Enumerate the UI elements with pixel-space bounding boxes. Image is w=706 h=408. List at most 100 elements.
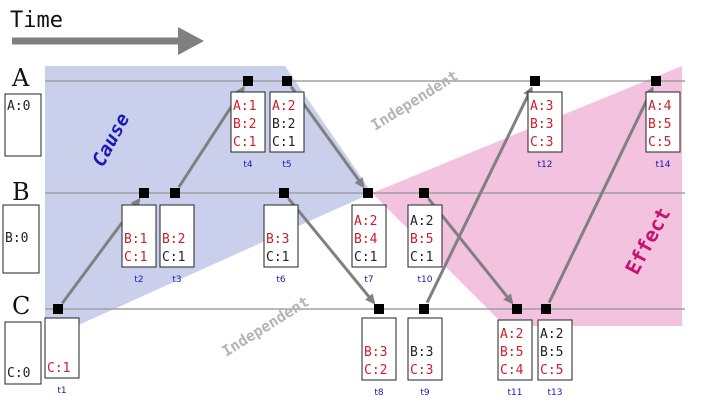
clock-box (497, 319, 533, 381)
event-t4: A:1B:2C:1t4 (230, 76, 266, 170)
event-marker (541, 304, 551, 314)
clock-box (269, 91, 305, 153)
clock-entry: B:5 (410, 232, 433, 247)
clock-box (263, 204, 299, 268)
clock-box (537, 319, 573, 381)
clock-entry: B:4 (354, 232, 378, 247)
event-label: t13 (548, 388, 563, 398)
event-label: t2 (134, 275, 143, 285)
message-arrow-t13-t14 (547, 86, 654, 304)
event-t11: A:2B:5C:4 t11 (497, 304, 533, 398)
event-marker (374, 304, 384, 314)
clock-entry: B:2 (162, 232, 185, 247)
clock-entry: C:5 (540, 363, 563, 378)
clock-entry: A:2 (410, 214, 433, 229)
clock-entry: B:5 (500, 345, 523, 360)
event-t2: B:1C:1 t2 (121, 188, 157, 285)
clock-entry: C:2 (364, 363, 387, 378)
clock-box (361, 317, 397, 381)
event-marker (530, 76, 540, 86)
clock-entry: C:5 (648, 135, 671, 150)
event-marker (53, 304, 63, 314)
clock-entry: B:2 (272, 117, 295, 132)
independent-label-top: Independent (368, 66, 462, 134)
event-label: t7 (364, 275, 373, 285)
clock-entry: A:3 (530, 99, 553, 114)
event-label: t10 (418, 275, 433, 285)
event-t14: A:4B:5C:5 t14 (645, 76, 681, 170)
clock-box (159, 204, 195, 268)
event-t13: A:2B:5C:5 t13 (537, 304, 573, 398)
effect-region (372, 66, 682, 326)
clock-entry: A:2 (500, 327, 523, 342)
clock-box (121, 204, 157, 268)
clock-entry: A:4 (648, 99, 672, 114)
clock-entry: C:1 (162, 250, 185, 265)
event-marker (363, 188, 373, 198)
message-arrow-t6-t8 (287, 197, 376, 305)
event-marker (170, 188, 180, 198)
event-t7: A:2B:4C:1 t7 (351, 188, 387, 285)
clock-box (351, 204, 387, 268)
clock-entry: C:1 (272, 135, 295, 150)
event-marker (419, 188, 429, 198)
event-marker (279, 188, 289, 198)
event-t3: B:2C:1 t3 (159, 188, 195, 285)
initial-box-b (2, 204, 40, 274)
clock-entry: C:1 (124, 250, 147, 265)
event-marker (243, 76, 253, 86)
event-label: t4 (243, 160, 253, 170)
clock-entry: B:3 (364, 345, 387, 360)
process-label-a: A (11, 64, 30, 92)
clock-entry: A:1 (233, 99, 256, 114)
initial-value-b: B:0 (5, 231, 28, 246)
event-label: t9 (420, 388, 430, 398)
event-label: t1 (57, 386, 66, 396)
event-marker (512, 304, 522, 314)
clock-entry: C:1 (410, 250, 433, 265)
initial-value-c: C:0 (7, 366, 30, 381)
event-label: t5 (282, 160, 291, 170)
event-t6: B:3C:1t6 (263, 188, 299, 285)
event-t9: B:3C:3 t9 (407, 304, 443, 398)
event-label: t6 (276, 275, 286, 285)
clock-box (407, 204, 443, 268)
clock-box (527, 91, 563, 153)
clock-entry: A:2 (540, 327, 563, 342)
initial-box-a (4, 93, 42, 157)
event-label: t14 (656, 160, 671, 170)
event-marker (651, 76, 661, 86)
clock-entry: B:3 (530, 117, 553, 132)
event-t8: B:3C:2t8 (361, 304, 397, 398)
event-label: t11 (508, 388, 523, 398)
clock-entry: B:5 (648, 117, 671, 132)
event-marker (282, 76, 292, 86)
event-label: t3 (172, 275, 181, 285)
clock-entry: C:1 (354, 250, 377, 265)
clock-entry: B:5 (540, 345, 563, 360)
clock-box (645, 91, 681, 153)
event-t1: C:1 t1 (44, 304, 80, 396)
clock-entry: C:1 (266, 250, 289, 265)
clock-entry: C:3 (410, 363, 433, 378)
process-label-c: C (12, 292, 30, 320)
clock-box (44, 317, 80, 379)
message-arrow-t9-t12 (425, 86, 533, 304)
clock-box (407, 317, 443, 381)
event-t10: A:2B:5C:1 t10 (407, 188, 443, 285)
initial-box-c (4, 321, 42, 385)
clock-entry: C:3 (530, 135, 553, 150)
clock-entry: C:1 (47, 361, 70, 376)
clock-entry: A:2 (354, 214, 377, 229)
event-t12: A:3B:3C:3 t12 (527, 76, 563, 170)
process-label-b: B (12, 178, 30, 206)
clock-entry: B:3 (410, 345, 433, 360)
event-t5: A:2B:2C:1t5 (269, 76, 305, 170)
cause-region (45, 66, 372, 340)
event-label: t12 (538, 160, 553, 170)
clock-entry: C:4 (500, 363, 524, 378)
clock-entry: B:1 (124, 232, 147, 247)
clock-entry: C:1 (233, 135, 256, 150)
